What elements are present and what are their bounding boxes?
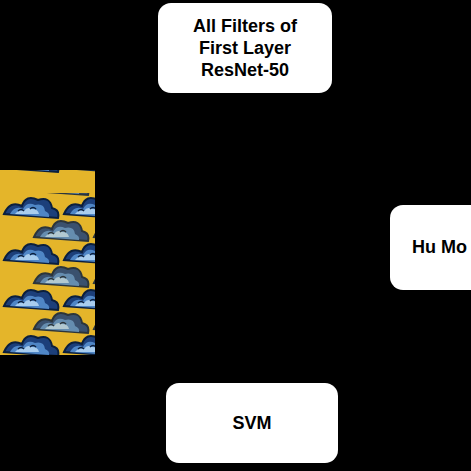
node-label: Hu Mo (412, 236, 467, 258)
node-label: All Filters of First Layer ResNet-50 (180, 15, 310, 81)
feature-box: Hu Mo (390, 205, 471, 290)
batik-ground (0, 170, 95, 355)
cloud-motifs-offset (30, 193, 95, 355)
node-label: SVM (232, 412, 271, 434)
classifier-box: SVM (166, 383, 338, 463)
cloud-motifs (0, 170, 95, 355)
filter-box: All Filters of First Layer ResNet-50 (158, 3, 332, 93)
